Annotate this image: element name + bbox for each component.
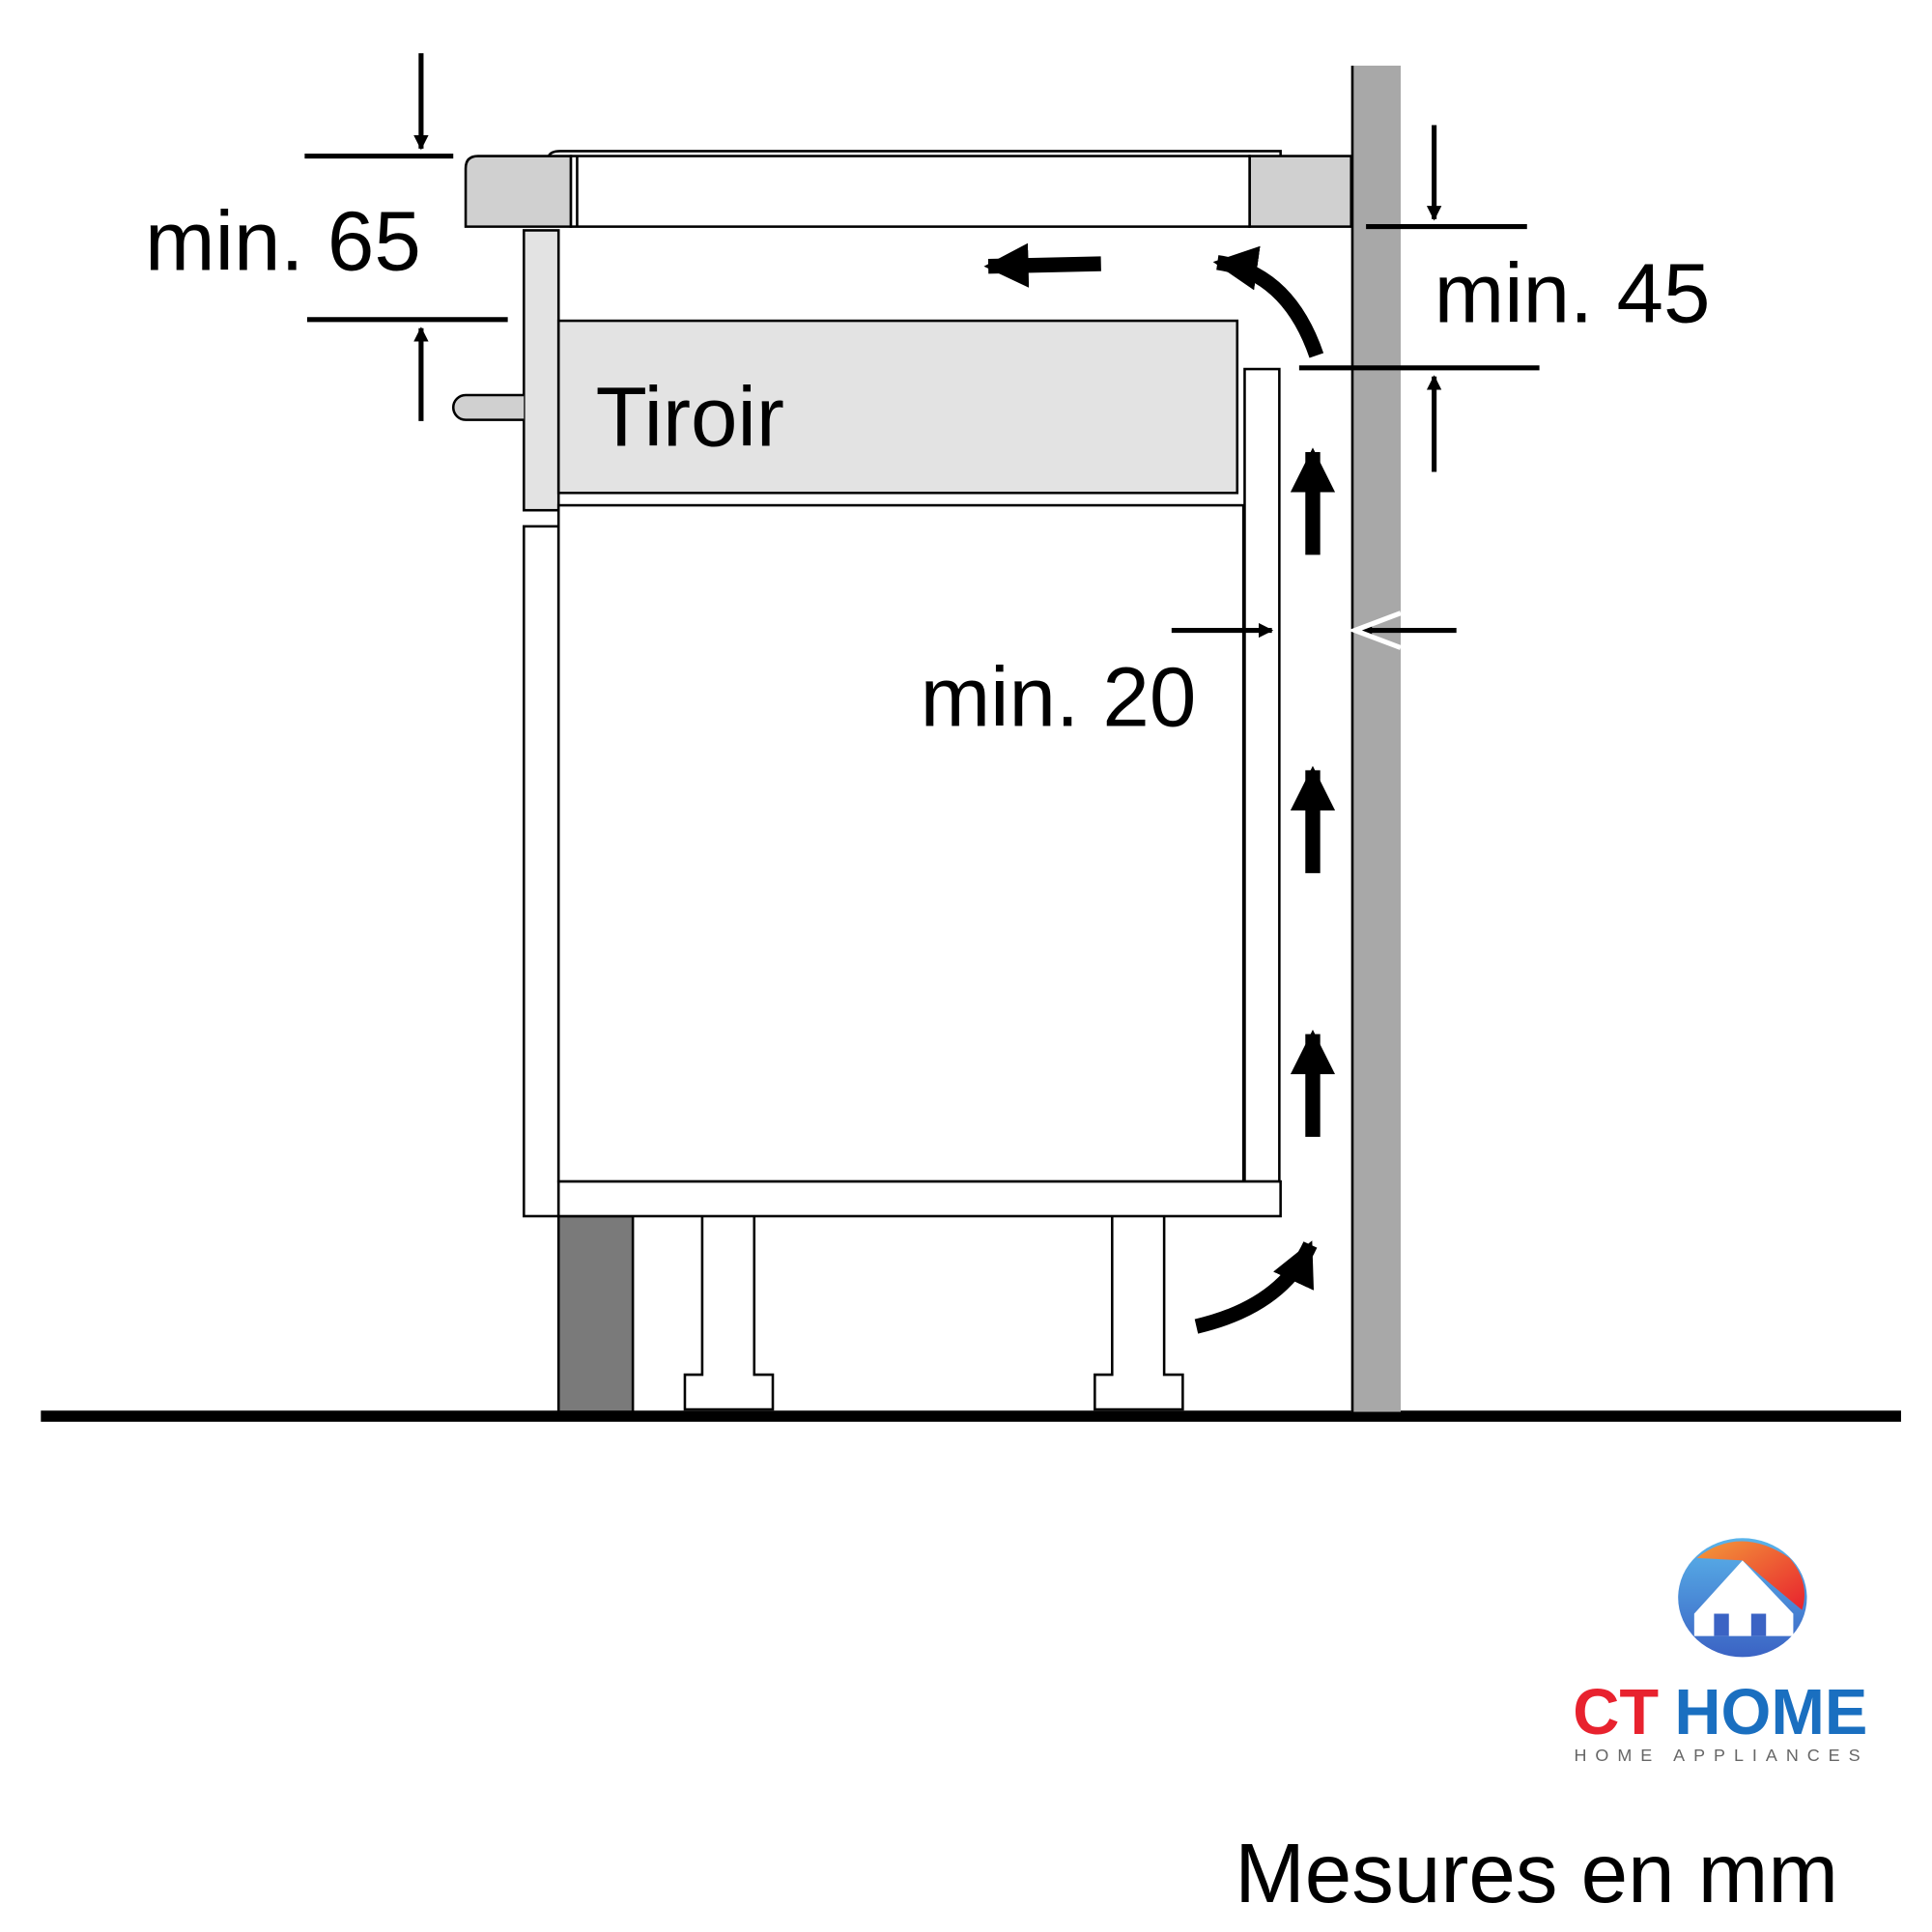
dimension-lines: [304, 53, 1540, 639]
units-note: Mesures en mm: [1235, 1827, 1838, 1920]
rear-gap-label: min. 20: [921, 650, 1197, 744]
arrow-icon: [1194, 1240, 1318, 1334]
cabinet-back-panel: [1243, 367, 1281, 1183]
logo-tagline: HOME APPLIANCES: [1574, 1746, 1868, 1765]
arrow-icon: [1212, 245, 1324, 358]
logo-brand-red: CT: [1573, 1677, 1659, 1748]
wall: [1350, 65, 1401, 1412]
logo-brand-blue: HOME: [1674, 1677, 1867, 1748]
plinth: [556, 1214, 635, 1413]
worktop: [464, 150, 1352, 228]
cthome-logo: CT HOME HOME APPLIANCES: [1573, 1538, 1868, 1765]
drawer-label: Tiroir: [596, 371, 784, 465]
rear-top-clearance-label: min. 45: [1435, 246, 1711, 340]
floor: [41, 1410, 1901, 1422]
door-front: [523, 525, 560, 1218]
top-clearance-label: min. 65: [145, 194, 421, 288]
drawer-handle: [451, 393, 525, 421]
arrow-icon: [983, 242, 1101, 288]
cabinet-leg: [683, 1215, 775, 1411]
cabinet-base: [556, 1179, 1282, 1218]
cabinet-body: [556, 503, 1245, 1183]
cabinet-leg: [1094, 1215, 1184, 1411]
airflow-arrows: [983, 242, 1336, 1334]
drawer-front: [523, 229, 560, 512]
drawer: [556, 319, 1239, 495]
